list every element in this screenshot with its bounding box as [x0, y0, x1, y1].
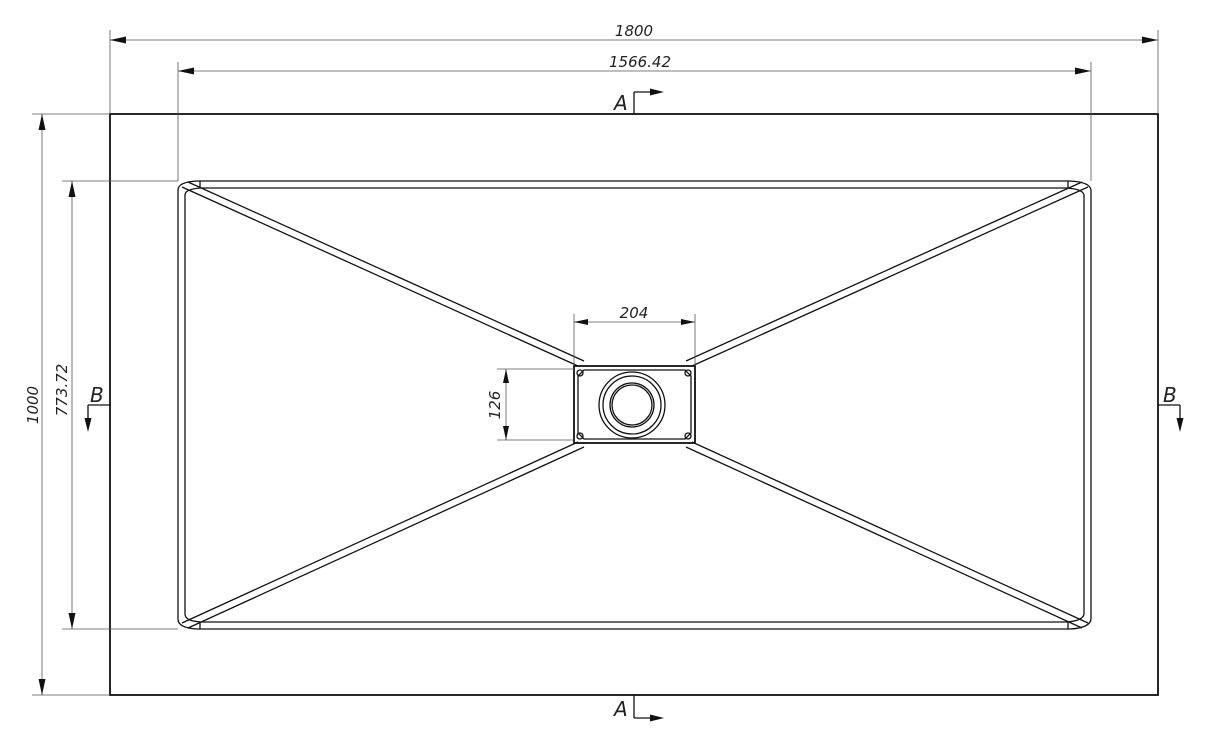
drain [573, 365, 696, 444]
drain-height-label: 126 [486, 391, 504, 420]
slope-ridges [181, 181, 1089, 629]
dimension-inner-height: 773.72 [53, 180, 178, 630]
inner-width-label: 1566.42 [609, 53, 671, 71]
inner-height-label: 773.72 [53, 364, 71, 417]
dimension-overall-height: 1000 [24, 113, 110, 696]
drain-screw [576, 369, 692, 440]
overall-width-label: 1800 [615, 22, 653, 40]
dimension-overall-width: 1800 [109, 22, 1159, 114]
tray-outer-outline [109, 113, 1159, 696]
overall-height-label: 1000 [24, 386, 42, 424]
dimension-inner-width: 1566.42 [177, 53, 1092, 181]
section-b-left-label: B [90, 383, 104, 407]
section-a-top-label: A [612, 91, 628, 115]
section-b-right-label: B [1163, 383, 1177, 407]
section-marker-b-left: B [84, 383, 110, 432]
basin-outline [177, 180, 1092, 630]
section-marker-b-right: B [1158, 383, 1184, 432]
section-marker-a-top: A [612, 88, 664, 115]
dimension-drain-width: 204 [573, 304, 696, 366]
section-a-bottom-label: A [612, 697, 628, 721]
drain-width-label: 204 [620, 304, 649, 322]
section-marker-a-bottom: A [612, 695, 664, 722]
dimension-drain-height: 126 [486, 368, 574, 441]
